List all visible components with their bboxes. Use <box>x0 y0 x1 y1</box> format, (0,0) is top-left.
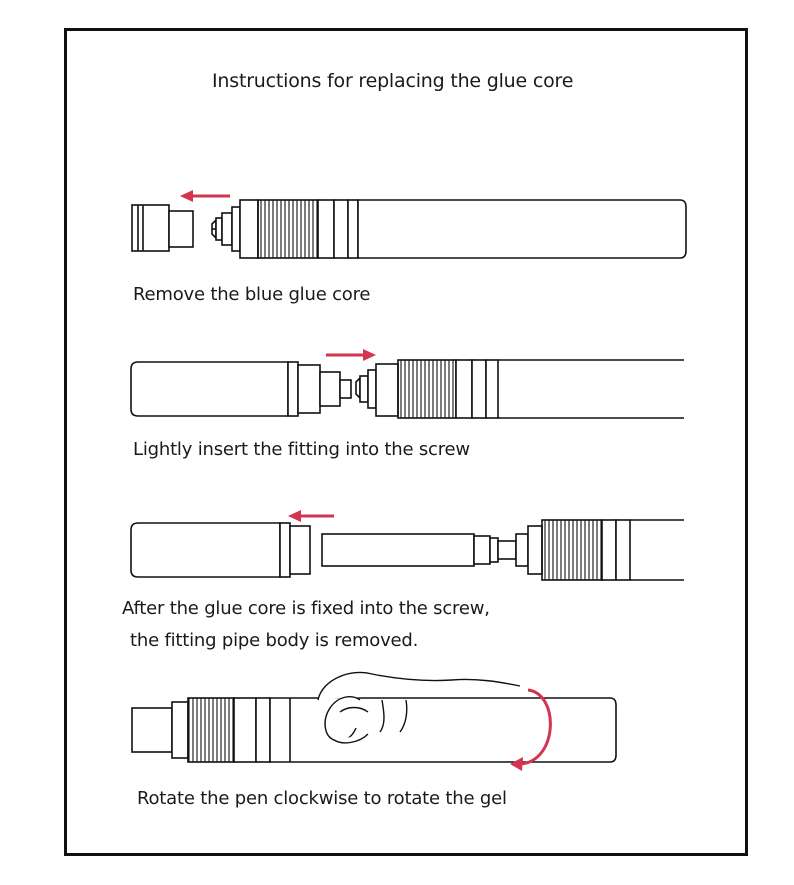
step1-illustration <box>131 190 687 259</box>
pen-step1 <box>211 199 687 259</box>
right-arrow-icon <box>326 349 376 361</box>
pen-step2 <box>355 359 684 419</box>
fitting-pipe <box>130 361 352 417</box>
step1-caption: Remove the blue glue core <box>133 284 371 305</box>
left-arrow-icon <box>288 510 334 522</box>
fitting-pipe-removed <box>130 522 311 578</box>
hand-icon <box>317 671 521 744</box>
glue-core-in-pen <box>321 533 517 567</box>
step4-illustration <box>131 671 617 771</box>
pen-step3 <box>515 519 684 581</box>
pen-step4 <box>131 697 617 763</box>
step3-illustration <box>130 510 684 581</box>
step4-caption: Rotate the pen clockwise to rotate the g… <box>137 788 507 809</box>
glue-core-removed <box>131 204 194 252</box>
step3-caption-line2: the fitting pipe body is removed. <box>130 630 419 651</box>
diagram-title: Instructions for replacing the glue core <box>212 70 574 92</box>
step2-caption: Lightly insert the fitting into the scre… <box>133 439 470 460</box>
clockwise-arrow-icon <box>510 688 552 771</box>
step2-illustration <box>130 349 684 419</box>
step3-caption-line1: After the glue core is fixed into the sc… <box>122 598 490 619</box>
left-arrow-icon <box>180 190 230 202</box>
